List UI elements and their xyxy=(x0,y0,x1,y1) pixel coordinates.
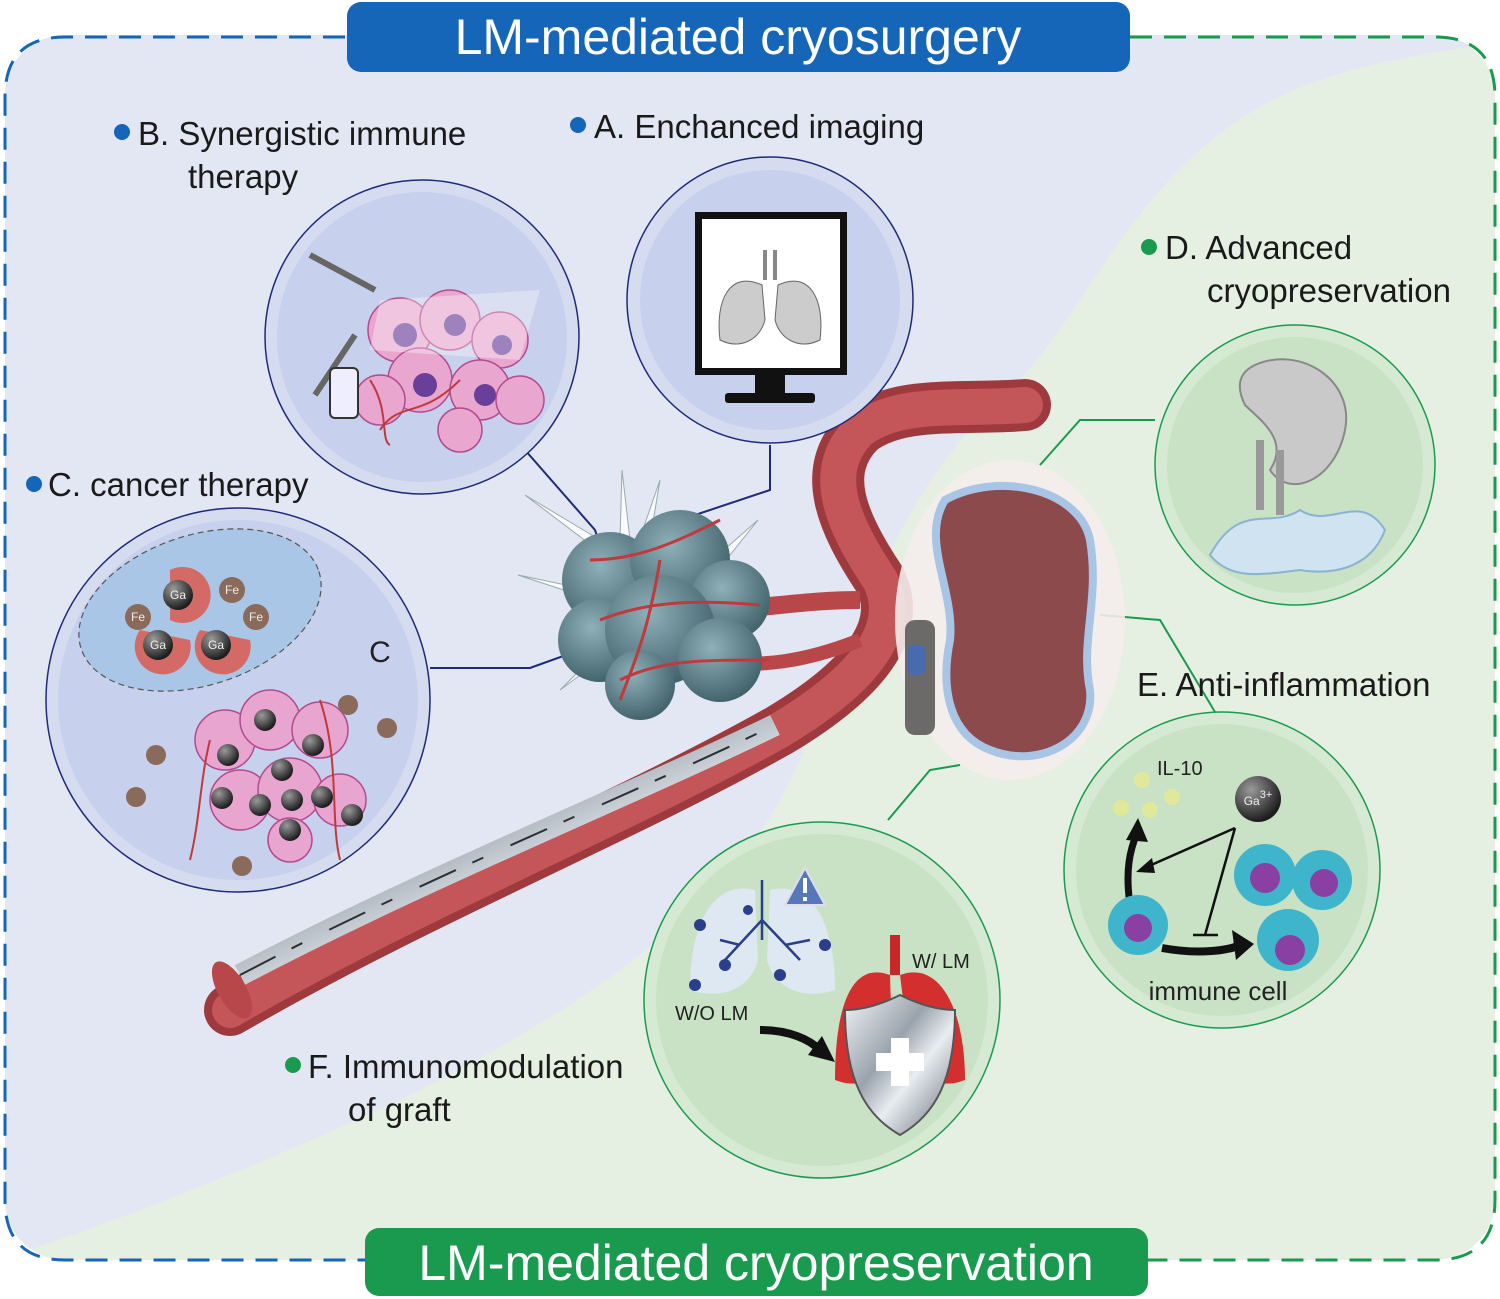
syringe-icon xyxy=(312,333,358,397)
with-lm-label: W/ LM xyxy=(912,951,970,973)
panel-c-label: C. cancer therapy xyxy=(48,466,309,503)
svg-text:Fe: Fe xyxy=(131,610,145,624)
title-top: LM-mediated cryosurgery xyxy=(455,9,1022,65)
vial-icon xyxy=(329,367,359,419)
ga-ion-icon xyxy=(1235,776,1281,822)
panel-b-label: B. Synergistic immune xyxy=(138,115,466,152)
il10-label: IL-10 xyxy=(1157,758,1203,780)
panel-f-label-line2: of graft xyxy=(348,1091,451,1128)
monitor-icon xyxy=(695,212,847,403)
panel-d-label-line2: cryopreservation xyxy=(1207,272,1451,309)
shield-icon xyxy=(843,993,957,1137)
immune-cell-caption: immune cell xyxy=(1149,976,1288,1006)
il10-dots xyxy=(1113,772,1180,818)
panel-d-advanced-cryopreservation xyxy=(1154,324,1436,606)
title-banner-cryopreservation: LM-mediated cryopreservation xyxy=(365,1228,1148,1296)
water-splash-icon xyxy=(1208,508,1387,576)
bullet-d xyxy=(1141,239,1157,255)
panel-b-synergistic-immune-therapy xyxy=(264,179,580,495)
panel-f-immunomodulation-of-graft: W/O LM W/ LM xyxy=(643,821,1001,1179)
ga-ion-icons: Ga Ga Ga xyxy=(143,580,363,841)
panel-a-label: A. Enchanced imaging xyxy=(594,108,924,145)
svg-text:Ga: Ga xyxy=(150,638,166,652)
tumor-with-cryoprobes xyxy=(517,469,771,720)
svg-text:Fe: Fe xyxy=(225,583,239,597)
bullet-b xyxy=(114,124,130,140)
svg-text:Fe: Fe xyxy=(249,610,263,624)
graft-organ xyxy=(895,460,1125,780)
panel-b-label-line2: therapy xyxy=(188,158,299,195)
without-lm-label: W/O LM xyxy=(675,1003,748,1025)
panel-d-label: D. Advanced xyxy=(1165,229,1352,266)
inflamed-lung-icon xyxy=(689,880,835,994)
syringe-icon xyxy=(308,252,377,293)
frame-border-left xyxy=(3,35,365,1262)
panel-c-cancer-therapy: Ga Ga Ga Fe Fe Fe C xyxy=(45,507,431,893)
bullet-a xyxy=(570,117,586,133)
panel-a-enhanced-imaging xyxy=(626,156,914,444)
bullet-f xyxy=(285,1057,301,1073)
kidney-icon xyxy=(1238,358,1348,486)
svg-text:Ga3+: Ga3+ xyxy=(1244,789,1273,808)
fe-ion-icons: Fe Fe Fe xyxy=(125,577,397,876)
title-banner-cryosurgery: LM-mediated cryosurgery xyxy=(347,2,1130,72)
bullet-c xyxy=(26,476,42,492)
panel-e-anti-inflammation: IL-10 Ga3+ immune cell xyxy=(1063,711,1381,1029)
svg-text:Ga: Ga xyxy=(208,638,224,652)
panel-c-inner-letter: C xyxy=(369,636,391,669)
frame-border-right xyxy=(1130,35,1497,1262)
title-bottom: LM-mediated cryopreservation xyxy=(418,1235,1093,1291)
svg-text:Ga: Ga xyxy=(170,588,186,602)
immune-cell-icons xyxy=(1108,844,1352,971)
blood-vessel xyxy=(204,379,1051,1036)
panel-f-label: F. Immunomodulation xyxy=(308,1048,623,1085)
warning-icon xyxy=(783,865,827,906)
panel-e-label: E. Anti-inflammation xyxy=(1137,666,1430,703)
